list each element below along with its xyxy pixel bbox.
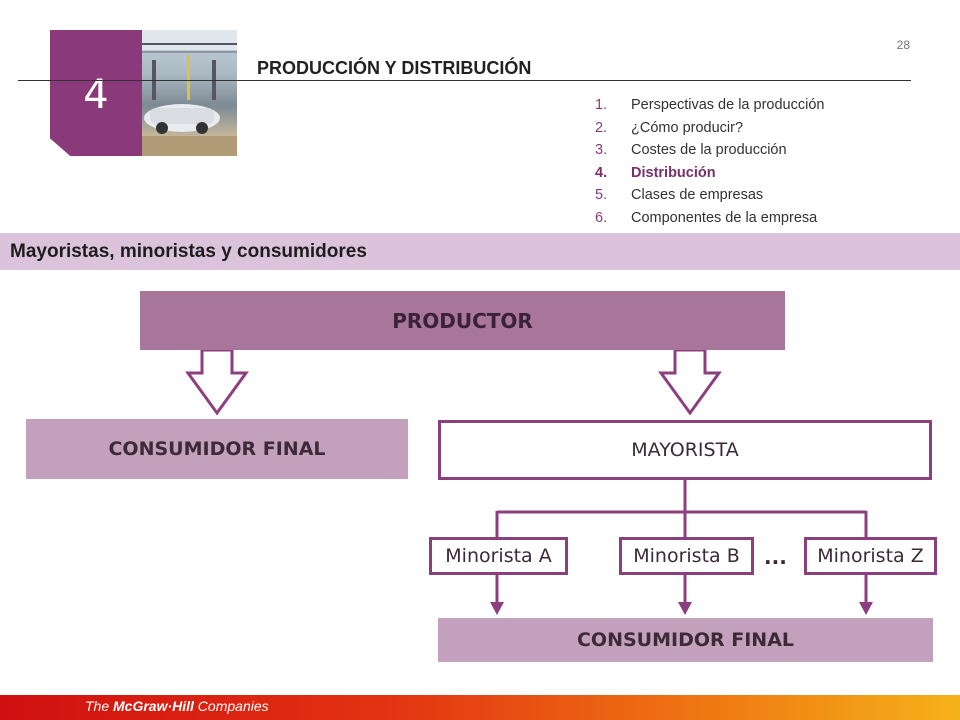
hollow-arrow-left — [185, 348, 249, 416]
assembly-line-illustration — [142, 30, 237, 156]
toc-number: 2. — [595, 119, 608, 136]
toc-item[interactable]: 3. Costes de la producción — [595, 139, 824, 162]
toc-item-active[interactable]: 4. Distribución — [595, 162, 824, 185]
factory-photo — [142, 30, 237, 156]
arrow-head-a — [490, 602, 504, 615]
ellipsis-label: ... — [764, 545, 787, 569]
consumidor-final-box-left: CONSUMIDOR FINAL — [26, 419, 408, 479]
toc-label: Componentes de la empresa — [631, 209, 818, 226]
arrow-head-z — [859, 602, 873, 615]
footer-suffix: Companies — [193, 698, 269, 714]
publisher-logo: The McGraw·Hill Companies — [85, 698, 269, 714]
minorista-z-box: Minorista Z — [804, 537, 937, 575]
toc-number: 6. — [595, 209, 608, 226]
toc-number: 5. — [595, 187, 608, 203]
table-of-contents: 1. Perspectivas de la producción 2. ¿Cómo … — [595, 94, 824, 229]
toc-number: 4. — [595, 164, 608, 181]
hollow-arrow-right — [658, 348, 722, 416]
section-subtitle: Mayoristas, minoristas y consumidores — [10, 241, 367, 262]
page-number: 28 — [896, 38, 910, 52]
toc-item[interactable]: 2. ¿Cómo producir? — [595, 117, 824, 140]
footer-bar — [0, 695, 960, 720]
toc-item[interactable]: 6. Componentes de la empresa — [595, 207, 824, 230]
chapter-title: PRODUCCIÓN Y DISTRIBUCIÓN — [257, 58, 532, 78]
footer-prefix: The — [85, 698, 114, 714]
chapter-badge — [50, 30, 142, 156]
mayorista-box: MAYORISTA — [438, 420, 932, 480]
toc-label: Clases de empresas — [631, 187, 764, 203]
toc-item[interactable]: 1. Perspectivas de la producción — [595, 94, 824, 117]
toc-number: 3. — [595, 142, 608, 158]
minorista-b-box: Minorista B — [619, 537, 754, 575]
toc-label: Distribución — [631, 164, 716, 181]
chapter-number: 4 — [83, 72, 109, 118]
minorista-a-box: Minorista A — [429, 537, 568, 575]
toc-label: Costes de la producción — [631, 142, 787, 158]
productor-box: PRODUCTOR — [140, 291, 785, 350]
toc-label: Perspectivas de la producción — [631, 97, 825, 113]
arrow-head-b — [678, 602, 692, 615]
toc-label: ¿Cómo producir? — [631, 119, 744, 136]
toc-item[interactable]: 5. Clases de empresas — [595, 184, 824, 207]
consumidor-final-box-right: CONSUMIDOR FINAL — [438, 618, 933, 662]
footer-brand: McGraw·Hill — [113, 698, 194, 714]
toc-number: 1. — [595, 97, 608, 113]
header-divider — [18, 80, 911, 81]
subtitle-band — [0, 233, 960, 270]
